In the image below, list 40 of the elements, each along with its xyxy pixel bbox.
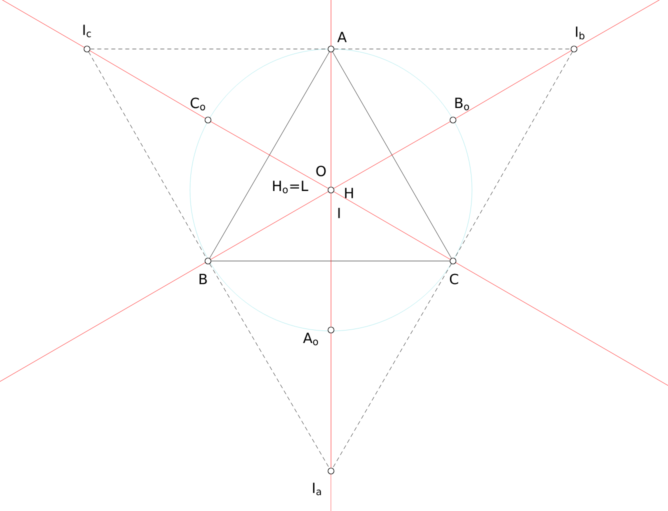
point-label: B$_{o}$ xyxy=(455,98,470,110)
line-segment xyxy=(211,260,450,262)
point-label: C xyxy=(450,274,458,284)
point-label: I$_{c}$ xyxy=(83,24,91,38)
point-label: C$_{o}$ xyxy=(190,98,206,110)
line-segment xyxy=(334,191,450,260)
point-label: I xyxy=(338,208,340,218)
point-label: A$_{o}$ xyxy=(303,332,318,346)
line-segment xyxy=(209,52,330,258)
line-segment xyxy=(456,50,572,119)
point-marker xyxy=(204,116,212,124)
point-marker xyxy=(450,258,456,264)
line-segment xyxy=(210,121,328,189)
point-label: A xyxy=(337,32,347,42)
line-segment xyxy=(332,52,452,258)
point-label: H$_{o}$=L xyxy=(273,180,308,194)
point-marker xyxy=(328,186,334,194)
line-segment xyxy=(330,193,332,327)
line-segment xyxy=(334,121,450,189)
line-segment xyxy=(209,264,330,468)
line-segment xyxy=(210,191,328,260)
line-segment xyxy=(454,52,573,258)
line-segment xyxy=(330,52,332,187)
point-marker xyxy=(450,116,456,124)
point-marker xyxy=(328,46,334,52)
line-segment xyxy=(332,264,452,468)
point-marker xyxy=(204,258,212,264)
point-marker xyxy=(84,46,90,52)
point-label: H xyxy=(345,188,353,198)
line-segment xyxy=(334,48,571,50)
point-label: I$_{b}$ xyxy=(576,26,584,40)
point-marker xyxy=(328,326,334,334)
line-segment xyxy=(90,50,206,119)
line-segment xyxy=(330,333,332,468)
point-marker xyxy=(570,46,578,52)
line-segment xyxy=(88,52,207,258)
point-marker xyxy=(328,468,334,474)
point-label: O xyxy=(316,166,326,176)
point-label: B xyxy=(200,274,207,284)
point-label: I$_{a}$ xyxy=(313,482,321,496)
